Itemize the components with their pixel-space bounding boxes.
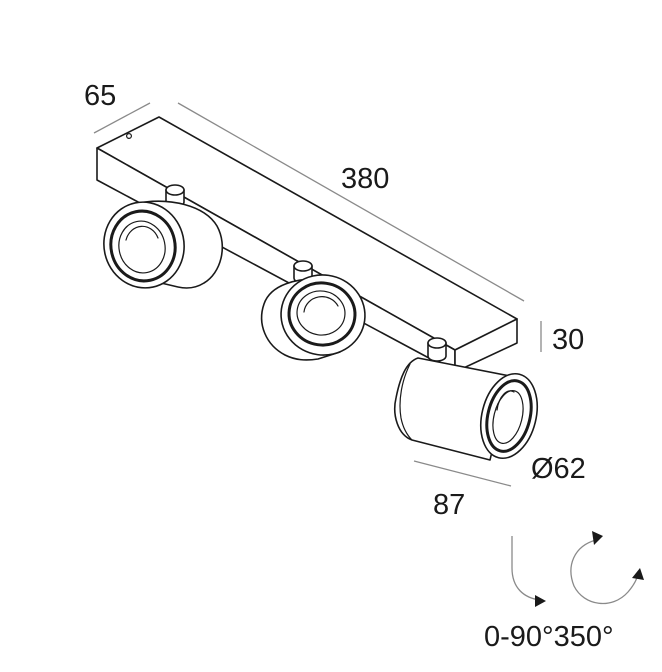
length-label: 380 [341,163,389,195]
height-label: 30 [552,324,584,356]
rotation-arrow-icon [570,531,644,605]
diameter-label: Ø62 [531,453,586,485]
rotation-label: 0-90°350° [484,621,614,653]
depth-label: 65 [84,80,116,112]
spot-length-dimension-line [413,460,512,487]
spot-length-label: 87 [433,489,465,521]
spot-left [103,184,224,289]
spot-right [394,337,538,461]
depth-dimension-line [93,102,151,134]
length-dimension-line [177,102,525,302]
tilt-arrow-icon [511,536,546,607]
fixing-hole [125,133,132,140]
spot-middle [260,260,366,361]
